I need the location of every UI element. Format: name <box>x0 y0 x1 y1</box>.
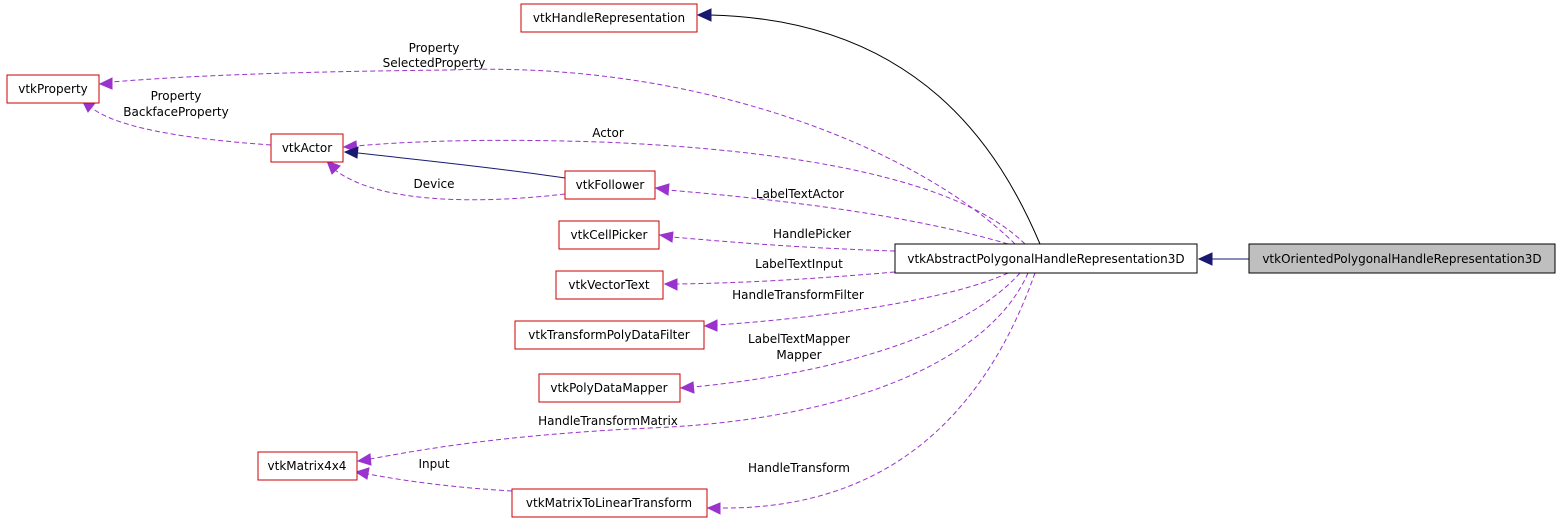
node-vtk-abstract-polygonal-handle-representation-3d[interactable]: vtkAbstractPolygonalHandleRepresentation… <box>894 243 1198 274</box>
node-label: vtkAbstractPolygonalHandleRepresentation… <box>907 252 1184 266</box>
edge-handle-transform-filter <box>716 272 1009 326</box>
label-actor: Actor <box>592 126 624 140</box>
node-label: vtkVectorText <box>568 278 650 292</box>
node-label: vtkMatrixToLinearTransform <box>526 496 692 510</box>
edge-label-text-input <box>676 271 896 285</box>
label-selected-property: SelectedProperty <box>383 56 486 70</box>
node-vtk-transform-poly-data-filter[interactable]: vtkTransformPolyDataFilter <box>514 320 705 350</box>
edge-handle-transform <box>719 272 1036 509</box>
node-vtk-oriented-polygonal-handle-representation-3d[interactable]: vtkOrientedPolygonalHandleRepresentation… <box>1248 243 1556 274</box>
node-vtk-poly-data-mapper[interactable]: vtkPolyDataMapper <box>538 373 681 403</box>
node-vtk-matrix-4x4[interactable]: vtkMatrix4x4 <box>257 451 358 481</box>
edge-handle-transform-filter-arrow <box>703 319 718 332</box>
node-vtk-property[interactable]: vtkProperty <box>6 74 100 104</box>
label-actor-property: Property <box>151 89 202 103</box>
edge-inherit-actor-arrow <box>343 146 359 159</box>
label-handle-transform-filter: HandleTransformFilter <box>732 288 864 302</box>
label-label-text-input: LabelTextInput <box>755 257 843 271</box>
node-vtk-follower[interactable]: vtkFollower <box>564 170 656 200</box>
node-label: vtkFollower <box>576 178 645 192</box>
edge-handle-transform-arrow <box>706 502 721 515</box>
node-label: vtkMatrix4x4 <box>268 459 347 473</box>
edge-inherit-handle-rep-arrow <box>696 8 712 22</box>
edge-label-text-actor <box>667 189 1009 245</box>
edge-inherit-handle-rep <box>709 14 1041 245</box>
edge-handle-picker <box>671 236 896 252</box>
node-vtk-actor[interactable]: vtkActor <box>270 133 344 163</box>
edge-selected-property-arrow <box>98 77 113 90</box>
label-backface-property: BackfaceProperty <box>123 105 228 119</box>
label-handle-picker: HandlePicker <box>773 227 851 241</box>
node-label: vtkCellPicker <box>571 228 648 242</box>
label-property: Property <box>409 41 460 55</box>
edge-backface-property <box>91 107 272 146</box>
node-label: vtkPolyDataMapper <box>550 381 667 395</box>
edge-handle-picker-arrow <box>658 231 674 243</box>
label-mapper: Mapper <box>776 348 821 362</box>
node-label: vtkActor <box>282 141 332 155</box>
node-label: vtkOrientedPolygonalHandleRepresentation… <box>1262 252 1541 266</box>
edge-mapper <box>692 272 1021 388</box>
edge-inherit-abstract-rep-arrow <box>1197 252 1213 266</box>
edge-input <box>367 473 513 492</box>
label-label-text-actor: LabelTextActor <box>756 187 844 201</box>
edge-label-text-input-arrow <box>663 278 678 291</box>
label-handle-transform: HandleTransform <box>748 461 850 475</box>
edge-mapper-arrow <box>679 381 695 394</box>
edge-inherit-actor <box>357 152 566 179</box>
edge-handle-transform-matrix <box>369 272 1029 460</box>
label-input: Input <box>418 457 449 471</box>
label-handle-transform-matrix: HandleTransformMatrix <box>538 414 678 428</box>
edge-input-arrow <box>354 467 370 480</box>
edge-device-arrow <box>326 160 341 175</box>
node-vtk-cell-picker[interactable]: vtkCellPicker <box>558 220 660 250</box>
node-label: vtkProperty <box>18 82 88 96</box>
edge-device <box>334 169 566 201</box>
edge-label-text-actor-arrow <box>654 183 670 196</box>
node-vtk-handle-representation[interactable]: vtkHandleRepresentation <box>520 3 698 33</box>
node-vtk-vector-text[interactable]: vtkVectorText <box>555 270 664 300</box>
edge-handle-transform-matrix-arrow <box>356 453 372 466</box>
node-label: vtkHandleRepresentation <box>533 11 685 25</box>
node-label: vtkTransformPolyDataFilter <box>528 328 689 342</box>
label-label-text-mapper: LabelTextMapper <box>748 332 850 346</box>
edge-selected-property <box>111 68 1016 245</box>
label-device: Device <box>413 177 454 191</box>
node-vtk-matrix-to-linear-transform[interactable]: vtkMatrixToLinearTransform <box>511 488 708 518</box>
